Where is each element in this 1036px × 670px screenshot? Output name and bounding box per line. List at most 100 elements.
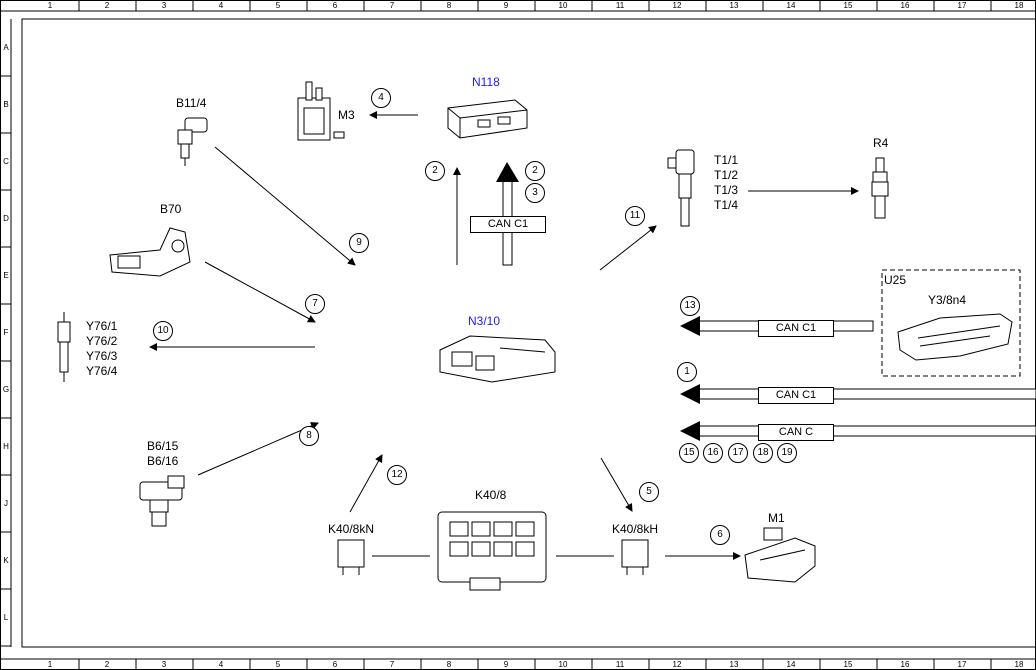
column-label-15: 15: [843, 1, 853, 10]
m3-fuel-pump-icon: [297, 81, 345, 141]
column-label-3: 3: [161, 1, 167, 10]
column-label-4: 4: [218, 660, 224, 669]
column-label-14: 14: [786, 1, 796, 10]
column-label-7: 7: [389, 660, 395, 669]
row-label-C: C: [3, 156, 9, 166]
column-label-13: 13: [729, 1, 739, 10]
column-label-4: 4: [218, 1, 224, 10]
column-label-6: 6: [332, 660, 338, 669]
step-13: 13: [680, 296, 700, 316]
label-r4: R4: [873, 136, 889, 150]
step-7: 7: [305, 294, 325, 314]
column-label-17: 17: [957, 660, 967, 669]
t1-ignition-coil-icon: [667, 149, 695, 227]
r4-spark-plug-icon: [871, 157, 889, 219]
column-label-16: 16: [900, 1, 910, 10]
column-label-8: 8: [446, 660, 452, 669]
row-label-D: D: [3, 213, 9, 223]
column-label-14: 14: [786, 660, 796, 669]
column-label-9: 9: [503, 660, 509, 669]
arrow-b70: [204, 261, 316, 323]
label-y76-3: Y76/3: [86, 349, 118, 363]
label-m1: M1: [768, 511, 785, 525]
u25-dashed-box: [881, 269, 1021, 377]
column-ticks: [78, 0, 992, 670]
row-label-K: K: [3, 555, 9, 565]
column-label-1: 1: [47, 1, 53, 10]
step-19: 19: [777, 443, 797, 463]
label-t1-4: T1/4: [714, 198, 739, 212]
column-label-11: 11: [615, 660, 625, 669]
arrow-b11-4: [214, 146, 356, 266]
can-c-arrowhead-h: [680, 421, 700, 441]
column-label-7: 7: [389, 1, 395, 10]
column-label-3: 3: [161, 660, 167, 669]
label-b70: B70: [160, 202, 182, 216]
column-label-12: 12: [672, 1, 682, 10]
label-b6-16: B6/16: [147, 454, 179, 468]
arrow-k40-8kn: [349, 454, 383, 513]
b11-4-sensor-icon: [177, 117, 208, 166]
y3-8n4-valve-body-icon: [897, 313, 1013, 361]
label-y76-4: Y76/4: [86, 364, 118, 378]
label-u25: U25: [884, 273, 907, 287]
row-ticks: [0, 75, 11, 647]
column-label-15: 15: [843, 660, 853, 669]
n3-10-ecu-icon: [439, 335, 556, 383]
column-label-18: 18: [1014, 1, 1024, 10]
column-label-1: 1: [47, 660, 53, 669]
bus-label-can-c1-top: CAN C1: [470, 216, 546, 233]
column-label-10: 10: [558, 660, 568, 669]
step-6: 6: [710, 525, 730, 545]
can-c1-arrowhead-f: [680, 316, 700, 336]
column-label-10: 10: [558, 1, 568, 10]
b70-sensor-icon: [109, 227, 191, 277]
column-label-2: 2: [104, 1, 110, 10]
step-17: 17: [728, 443, 748, 463]
bus-label-can-c1-f: CAN C1: [758, 320, 834, 337]
can-c1-arrowhead-up: [496, 162, 519, 182]
step-3: 3: [525, 183, 545, 203]
column-label-17: 17: [957, 1, 967, 10]
can-c1-arrowhead-g: [680, 384, 700, 404]
column-label-9: 9: [503, 1, 509, 10]
column-label-18: 18: [1014, 660, 1024, 669]
step-9: 9: [349, 233, 369, 253]
row-label-L: L: [3, 612, 9, 622]
can-c-bus-h: [697, 425, 1036, 437]
step-10: 10: [153, 321, 173, 341]
row-label-H: H: [3, 441, 9, 451]
n118-module-icon: [447, 99, 528, 139]
step-16: 16: [703, 443, 723, 463]
column-label-11: 11: [615, 1, 625, 10]
step-8: 8: [299, 426, 319, 446]
step-11: 11: [625, 206, 645, 226]
label-t1-2: T1/2: [714, 168, 739, 182]
row-label-G: G: [2, 384, 10, 394]
m1-starter-icon: [744, 527, 816, 583]
column-label-5: 5: [275, 660, 281, 669]
row-label-B: B: [3, 99, 9, 109]
label-t1-1: T1/1: [714, 153, 739, 167]
arrow-to-t1: [599, 225, 657, 271]
column-label-16: 16: [900, 660, 910, 669]
step-2-left: 2: [425, 161, 445, 181]
inner-border: [21, 18, 1036, 648]
arrow-to-k40-8kh: [600, 457, 633, 512]
can-c1-bus-g: [697, 388, 1036, 400]
bus-label-can-c1-g: CAN C1: [758, 387, 834, 404]
step-12: 12: [387, 465, 407, 485]
row-label-E: E: [3, 270, 9, 280]
bus-label-can-c-h: CAN C: [758, 424, 834, 441]
k40-8-fusebox-icon: [437, 511, 547, 591]
step-4: 4: [371, 88, 391, 108]
label-t1-3: T1/3: [714, 183, 739, 197]
label-b11-4: B11/4: [176, 96, 207, 110]
step-2-right: 2: [525, 161, 545, 181]
k40-8kh-relay-icon: [621, 539, 649, 568]
step-1: 1: [677, 362, 697, 382]
label-n3-10: N3/10: [468, 314, 501, 328]
label-b6-15: B6/15: [147, 439, 179, 453]
step-15: 15: [679, 443, 699, 463]
